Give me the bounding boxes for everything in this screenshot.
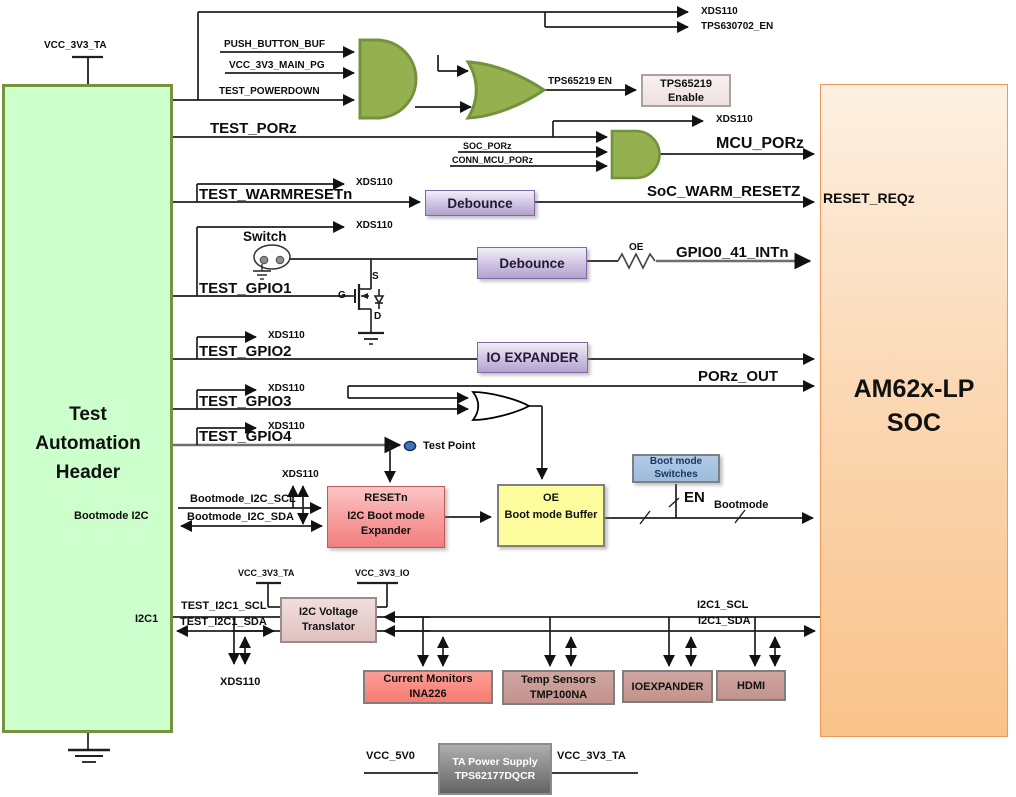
label-vcc-3v3-ta-out: VCC_3V3_TA: [557, 750, 626, 762]
block-debounce-gpio1: Debounce: [477, 247, 587, 279]
label-fet-s: S: [372, 271, 379, 282]
translator-label: I2C Voltage Translator: [298, 606, 359, 633]
ground-symbol-header: [68, 733, 110, 763]
label-test-i2c1-scl: TEST_I2C1_SCL: [181, 600, 267, 612]
label-test-gpio2: TEST_GPIO2: [199, 343, 292, 360]
label-test-i2c1-sda: TEST_I2C1_SDA: [180, 616, 267, 628]
block-ta-power-supply: TA Power Supply TPS62177DQCR: [438, 743, 552, 795]
hdmi-label: HDMI: [736, 679, 766, 692]
oe-resistor-symbol: [617, 252, 656, 270]
label-xds110-i2c1: XDS110: [220, 676, 261, 688]
or-gate-gpio3: [471, 391, 531, 421]
label-soc-warm-resetz: SoC_WARM_RESETZ: [647, 183, 801, 200]
label-gpio0-41-intn: GPIO0_41_INTn: [676, 244, 789, 261]
label-tps630702-en: TPS630702_EN: [701, 21, 774, 32]
block-test-automation-header: [2, 84, 173, 733]
buffer-label: Boot mode Buffer: [504, 509, 598, 521]
test-automation-header-title: Test Automation Header: [35, 404, 141, 483]
block-am62x-lp-soc: [820, 84, 1008, 737]
block-i2c-ioexpander: IOEXPANDER: [622, 670, 713, 703]
ioexpander-label: IOEXPANDER: [631, 680, 704, 693]
label-push-button-buf: PUSH_BUTTON_BUF: [224, 39, 325, 50]
debounce-label: Debounce: [499, 255, 565, 271]
label-vcc-3v3-main-pg: VCC_3V3_MAIN_PG: [229, 60, 325, 71]
label-xds110-bootmode: XDS110: [282, 469, 319, 480]
label-xds110-gpio3: XDS110: [268, 383, 305, 394]
label-mcu-porz: MCU_PORz: [716, 135, 805, 152]
block-temp-sensors-tmp100na: Temp Sensors TMP100NA: [502, 670, 615, 705]
block-current-monitors-ina226: Current Monitors INA226: [363, 670, 493, 704]
label-xds110-gpio4: XDS110: [268, 421, 305, 432]
switch-symbol: [253, 244, 291, 280]
block-i2c-voltage-translator: I2C Voltage Translator: [280, 597, 377, 643]
label-test-porz: TEST_PORz: [210, 120, 297, 137]
label-test-gpio4: TEST_GPIO4: [199, 428, 292, 445]
debounce-label: Debounce: [447, 195, 513, 211]
label-porz-out: PORz_OUT: [698, 368, 779, 385]
label-test-point: Test Point: [423, 440, 476, 452]
label-tps65219-en: TPS65219 EN: [548, 76, 612, 87]
block-boot-mode-switches: Boot mode Switches: [632, 454, 720, 483]
label-test-powerdown: TEST_POWERDOWN: [219, 86, 320, 97]
label-test-warmresetn: TEST_WARMRESETn: [199, 186, 353, 203]
label-en: EN: [684, 489, 705, 506]
block-hdmi: HDMI: [716, 670, 786, 701]
block-tps65219-enable: TPS65219 Enable: [641, 74, 731, 107]
buffer-pin-oe: OE: [543, 492, 559, 504]
test-point-icon: [403, 440, 417, 452]
expander-pin-resetn: RESETn: [364, 492, 408, 504]
or-gate-power: [465, 60, 547, 120]
current-monitors-label: Current Monitors INA226: [383, 673, 473, 700]
label-bootmode-i2c-scl: Bootmode_I2C_SCL: [190, 493, 296, 505]
label-soc-porz: SOC_PORz: [463, 141, 512, 151]
ta-power-label: TA Power Supply TPS62177DQCR: [452, 755, 538, 783]
label-xds110-porz: XDS110: [716, 114, 753, 125]
block-io-expander: IO EXPANDER: [477, 342, 588, 373]
label-fet-g: G: [338, 290, 346, 301]
soc-title: AM62x-LP SOC: [853, 375, 975, 437]
and-gate-mcu-porz: [610, 129, 661, 180]
expander-label: I2C Boot mode Expander: [347, 510, 425, 537]
label-xds110-warm: XDS110: [356, 177, 393, 188]
and-gate-power: [358, 38, 418, 120]
label-xds110-gpio1: XDS110: [356, 220, 393, 231]
label-vcc-3v3-ta-mid: VCC_3V3_TA: [238, 568, 295, 578]
label-test-gpio3: TEST_GPIO3: [199, 393, 292, 410]
block-boot-mode-buffer: OE Boot mode Buffer: [497, 484, 605, 547]
label-test-gpio1: TEST_GPIO1: [199, 280, 292, 297]
label-i2c1-scl: I2C1_SCL: [697, 599, 749, 611]
label-vcc-5v0: VCC_5V0: [366, 750, 415, 762]
label-xds110-top: XDS110: [701, 6, 738, 17]
block-i2c-boot-mode-expander: RESETn I2C Boot mode Expander: [327, 486, 445, 548]
label-vcc-3v3-io: VCC_3V3_IO: [355, 568, 410, 578]
vcc-rail-symbol-top: [72, 55, 103, 84]
label-bootmode-i2c-sda: Bootmode_I2C_SDA: [187, 511, 294, 523]
temp-sensors-label: Temp Sensors TMP100NA: [521, 673, 596, 701]
block-debounce-warmreset: Debounce: [425, 190, 535, 216]
label-vcc-3v3-ta-top: VCC_3V3_TA: [44, 40, 107, 51]
label-switch: Switch: [243, 229, 287, 244]
tps65219-enable-label: TPS65219 Enable: [660, 77, 712, 104]
soc-pin-reset-reqz: RESET_REQz: [823, 190, 915, 206]
label-fet-d: D: [374, 311, 382, 322]
io-expander-label: IO EXPANDER: [486, 350, 579, 365]
label-oe-resistor: OE: [629, 242, 644, 253]
label-xds110-gpio2: XDS110: [268, 330, 305, 341]
label-bootmode: Bootmode: [714, 499, 769, 511]
mosfet-symbol: [351, 284, 385, 345]
header-port-bootmode-i2c: Bootmode I2C: [74, 510, 149, 522]
label-conn-mcu-porz: CONN_MCU_PORz: [452, 155, 534, 165]
label-i2c1-sda: I2C1_SDA: [698, 615, 751, 627]
boot-switches-label: Boot mode Switches: [649, 456, 703, 480]
header-port-i2c1: I2C1: [135, 613, 159, 625]
